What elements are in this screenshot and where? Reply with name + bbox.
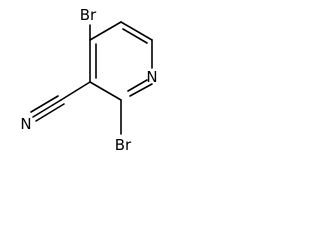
atom-label-n-ring: N: [146, 68, 157, 86]
bond-c3-cn: [60, 81, 91, 101]
atom-label-br-bottom: Br: [115, 136, 132, 154]
bond-c5-c6: [120, 21, 153, 41]
atom-label-br-top: Br: [80, 6, 97, 24]
bond-nitrile-3: [35, 103, 65, 122]
molecule-structure: Br N N Br: [20, 6, 157, 154]
bond-n1-c2-inner: [127, 79, 148, 92]
atom-label-n-nitrile: N: [20, 115, 31, 133]
structure-canvas: Br N N Br: [0, 0, 182, 164]
bond-nitrile-1: [32, 99, 62, 118]
bond-c5-c6-inner: [122, 28, 148, 44]
bond-n1-c2: [129, 83, 153, 97]
bond-c4-c5: [89, 21, 122, 41]
bond-nitrile-2: [30, 95, 59, 113]
bond-c2-c3: [89, 81, 122, 101]
